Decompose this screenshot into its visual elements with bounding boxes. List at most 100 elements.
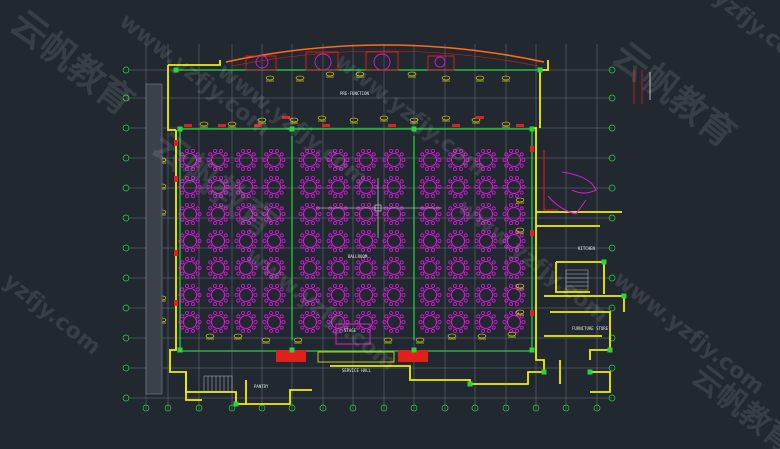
table-chair [453,194,458,199]
grid-bubble [122,334,130,342]
table-chair [514,329,519,334]
table-chair [281,265,286,270]
round-table [502,202,526,226]
table-chair [279,314,284,319]
table-chair [435,233,440,238]
red-marker [174,176,178,182]
round-table [262,202,286,226]
red-marker [476,116,484,119]
table-chair [269,302,274,307]
table-chair [223,325,228,330]
round-table [298,202,322,226]
grid-bubble [608,274,616,282]
table-chair [448,325,453,330]
round-table [382,148,406,172]
grid-bubble [122,364,130,372]
table-chair [366,275,371,280]
table-chair [269,148,274,153]
table-top [210,314,226,330]
table-chair [509,256,514,261]
table-chair [185,329,190,334]
table-chair [305,229,310,234]
table-chair [420,217,425,222]
table-chair [274,256,279,261]
table-top [182,152,198,168]
table-chair [486,302,491,307]
watermark-site-low: www.yzfjy.com [240,243,400,376]
table-chair [315,244,320,249]
table-chair [366,202,371,207]
table-chair [310,256,315,261]
round-table [298,283,322,307]
table-chair [236,314,241,319]
table-chair [458,194,463,199]
column [607,347,613,353]
round-table [474,310,498,334]
table-chair [298,265,303,270]
table-chair [206,265,211,270]
table-chair [458,202,463,207]
table-chair [430,283,435,288]
table-chair [305,202,310,207]
table-chair [373,265,378,270]
table-chair [195,314,200,319]
equipment-symbol [349,117,359,123]
table-chair [343,190,348,195]
table-chair [384,271,389,276]
table-chair [371,325,376,330]
round-table [502,229,526,253]
table-chair [180,244,185,249]
table-chair [371,260,376,265]
table-chair [514,167,519,172]
table-chair [430,275,435,280]
equipment-symbol [501,121,511,127]
table-chair [208,271,213,276]
table-chair [430,310,435,315]
table-chair [300,271,305,276]
table-chair [465,319,470,324]
table-top [302,314,318,330]
round-table [446,202,470,226]
table-chair [343,271,348,276]
table-chair [481,275,486,280]
table-chair [373,157,378,162]
table-chair [399,325,404,330]
table-chair [274,275,279,280]
equipment-symbol [441,75,451,81]
table-chair [486,248,491,253]
table-chair [269,221,274,226]
table-chair [394,167,399,172]
table-chair [389,275,394,280]
table-chair [384,179,389,184]
table-chair [425,302,430,307]
table-chair [274,229,279,234]
table-chair [300,206,305,211]
table-chair [519,260,524,265]
table-top [386,233,402,249]
label-kitchen: KITCHEN [578,246,595,251]
top-fixtures [245,51,455,71]
grid-bubble [122,94,130,102]
round-table [298,256,322,280]
table-top [358,314,374,330]
table-chair [458,310,463,315]
table-chair [300,179,305,184]
table-chair [486,256,491,261]
round-table [354,148,378,172]
table-chair [328,163,333,168]
table-chair [453,329,458,334]
table-chair [262,292,267,297]
table-chair [333,202,338,207]
table-chair [208,260,213,265]
table-chair [269,283,274,288]
table-chair [343,260,348,265]
table-chair [399,233,404,238]
table-chair [481,175,486,180]
table-chair [208,233,213,238]
table-chair [213,175,218,180]
table-chair [354,157,359,162]
table-top [302,152,318,168]
table-chair [474,292,479,297]
table-chair [310,283,315,288]
